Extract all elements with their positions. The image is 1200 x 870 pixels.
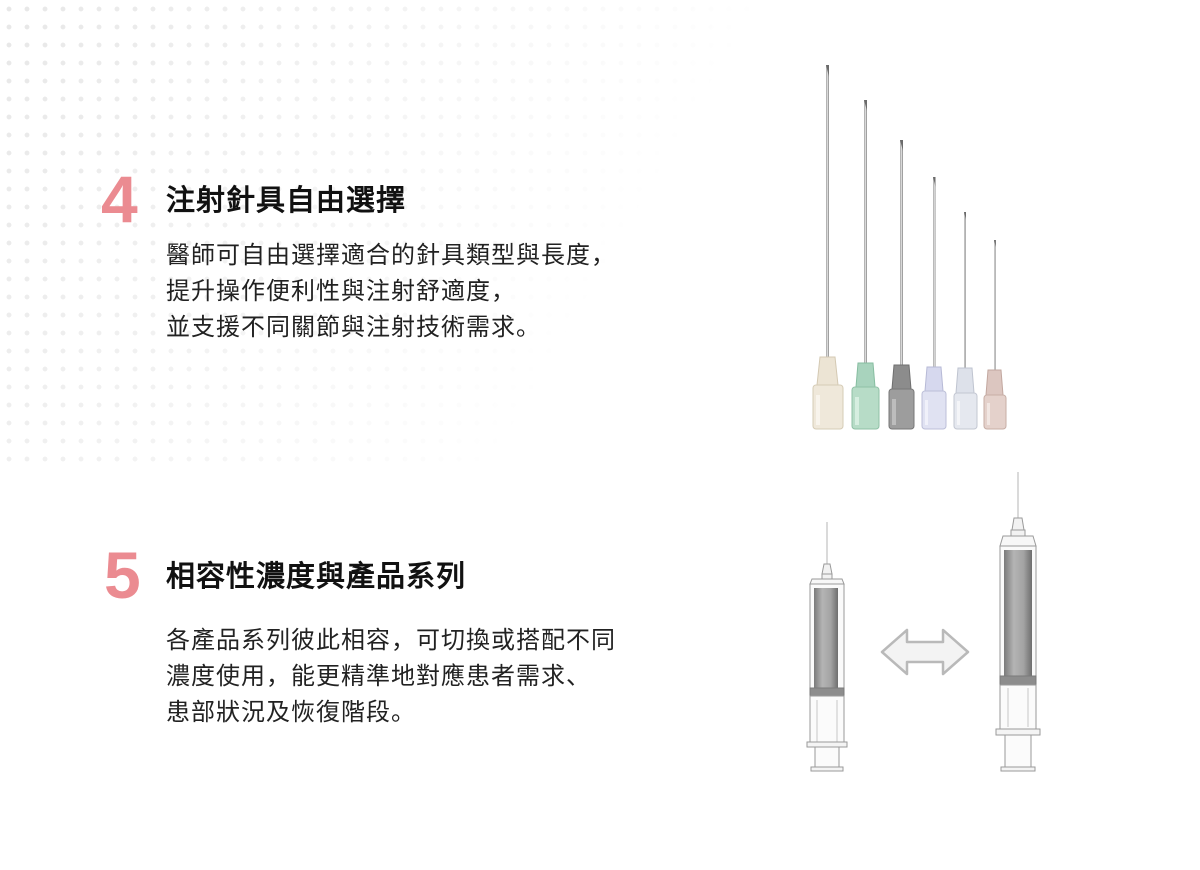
description-line: 各產品系列彼此相容，可切換或搭配不同 [166,626,616,654]
description-line: 醫師可自由選擇適合的針具類型與長度， [166,241,616,269]
feature-number: 5 [104,538,141,612]
dot-pattern-background [0,0,760,470]
syringe-large [995,472,1041,772]
needle-green [851,100,880,430]
syringes-swap-icon [806,472,1041,772]
needle-light [953,212,978,430]
feature-number: 4 [101,162,138,236]
feature-description: 醫師可自由選擇適合的針具類型與長度， 提升操作便利性與注射舒適度， 並支援不同關… [166,237,616,345]
description-line: 並支援不同關節與注射技術需求。 [166,313,541,341]
description-line: 提升操作便利性與注射舒適度， [166,277,516,305]
needle-grey [888,140,915,430]
swap-arrow-icon [880,628,970,676]
needle-lavender [921,177,947,430]
needle-cream [812,65,844,430]
feature-title: 相容性濃度與產品系列 [166,559,467,593]
feature-description: 各產品系列彼此相容，可切換或搭配不同 濃度使用，能更精準地對應患者需求、 患部狀… [166,622,616,730]
needles-icon [812,65,1007,430]
syringe-small [806,522,848,772]
feature-title: 注射針具自由選擇 [166,183,407,217]
needle-rose [983,240,1007,430]
description-line: 濃度使用，能更精準地對應患者需求、 [166,662,591,690]
description-line: 患部狀況及恢復階段。 [166,698,416,726]
